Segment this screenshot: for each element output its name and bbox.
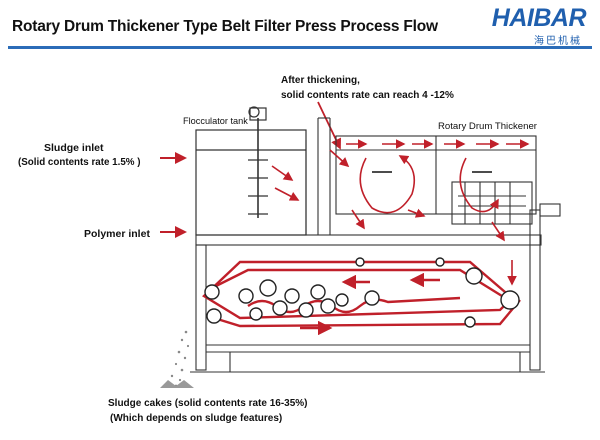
- title-underline: [8, 46, 592, 49]
- company-logo: HAIBAR 海巴机械: [476, 4, 587, 47]
- rollers: [204, 257, 520, 328]
- after-thickening-rate-label: solid contents rate can reach 4 -12%: [281, 90, 454, 101]
- sludge-inlet-rate-label: (Solid contents rate 1.5% ): [18, 157, 141, 168]
- logo-brand: HAIBAR: [491, 4, 587, 32]
- after-thickening-arrow: [317, 101, 341, 150]
- logo-subtitle: 海巴机械: [534, 36, 582, 47]
- rotary-drum-thickener: [335, 135, 561, 225]
- machine-frame: [190, 117, 545, 373]
- after-thickening-label: After thickening,: [281, 75, 360, 86]
- sludge-cakes-label: Sludge cakes (solid contents rate 16-35%…: [108, 398, 308, 409]
- sludge-inlet-label: Sludge inlet: [44, 142, 104, 154]
- rotary-drum-thickener-label: Rotary Drum Thickener: [438, 121, 537, 132]
- polymer-inlet-label: Polymer inlet: [84, 228, 150, 240]
- sludge-cakes-note-label: (Which depends on sludge features): [110, 413, 283, 424]
- drum-flow-arrows: [329, 139, 530, 286]
- page-title: Rotary Drum Thickener Type Belt Filter P…: [12, 18, 438, 35]
- flocculator-tank-label: Flocculator tank: [183, 116, 248, 126]
- tank-flow-arrows: [271, 165, 300, 201]
- flocculator-tank: [195, 106, 307, 236]
- sludge-cake-discharge: [160, 330, 194, 388]
